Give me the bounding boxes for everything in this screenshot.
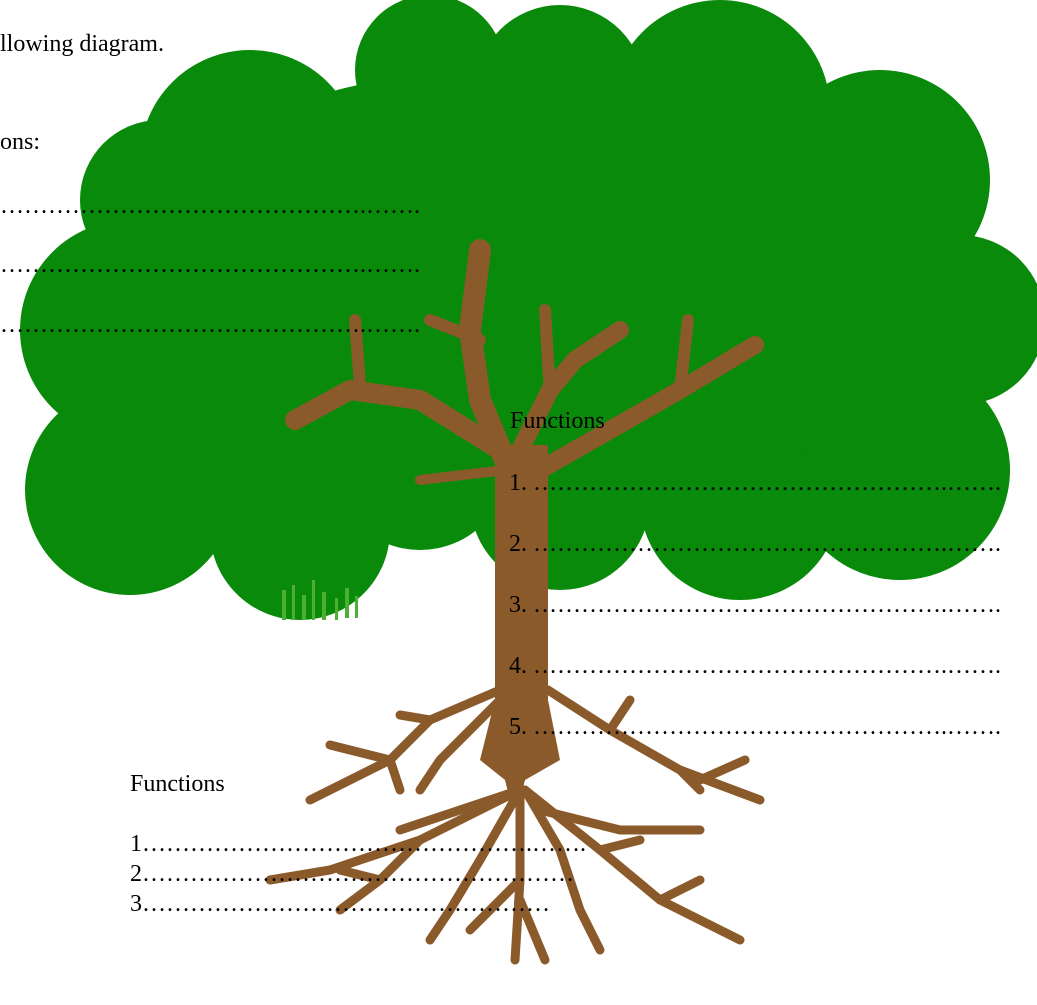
root-function-line-3[interactable]: 3…………………………………………… bbox=[130, 891, 550, 917]
stem-function-line-1[interactable]: 1. …………………………………………….……. bbox=[509, 470, 1001, 496]
stem-function-line-5[interactable]: 5. …………………………………………….……. bbox=[509, 714, 1001, 740]
leaves-blank-line-2[interactable]: ……………………………………….……. bbox=[0, 252, 420, 278]
leaves-blank-line-3[interactable]: ……………………………………….……. bbox=[0, 312, 420, 338]
root-function-line-1[interactable]: 1………………………………………….……. bbox=[130, 831, 586, 857]
grass-patch bbox=[282, 580, 358, 620]
tree-trunk bbox=[285, 239, 764, 800]
stem-function-line-4[interactable]: 4. …………………………………………….……. bbox=[509, 653, 1001, 679]
leaves-blank-line-1[interactable]: ……………………………………….……. bbox=[0, 193, 420, 219]
tree-roots bbox=[265, 685, 765, 965]
instruction-text: llowing diagram. bbox=[0, 31, 164, 57]
stem-function-line-2[interactable]: 2. …………………………………………….……. bbox=[509, 531, 1001, 557]
root-function-line-2[interactable]: 2……………………………………………… bbox=[130, 861, 574, 887]
stem-function-line-3[interactable]: 3. …………………………………………….……. bbox=[509, 592, 1001, 618]
stem-functions-heading: Functions bbox=[510, 408, 605, 434]
leaves-functions-label: ons: bbox=[0, 129, 41, 155]
root-functions-heading: Functions bbox=[130, 771, 225, 797]
